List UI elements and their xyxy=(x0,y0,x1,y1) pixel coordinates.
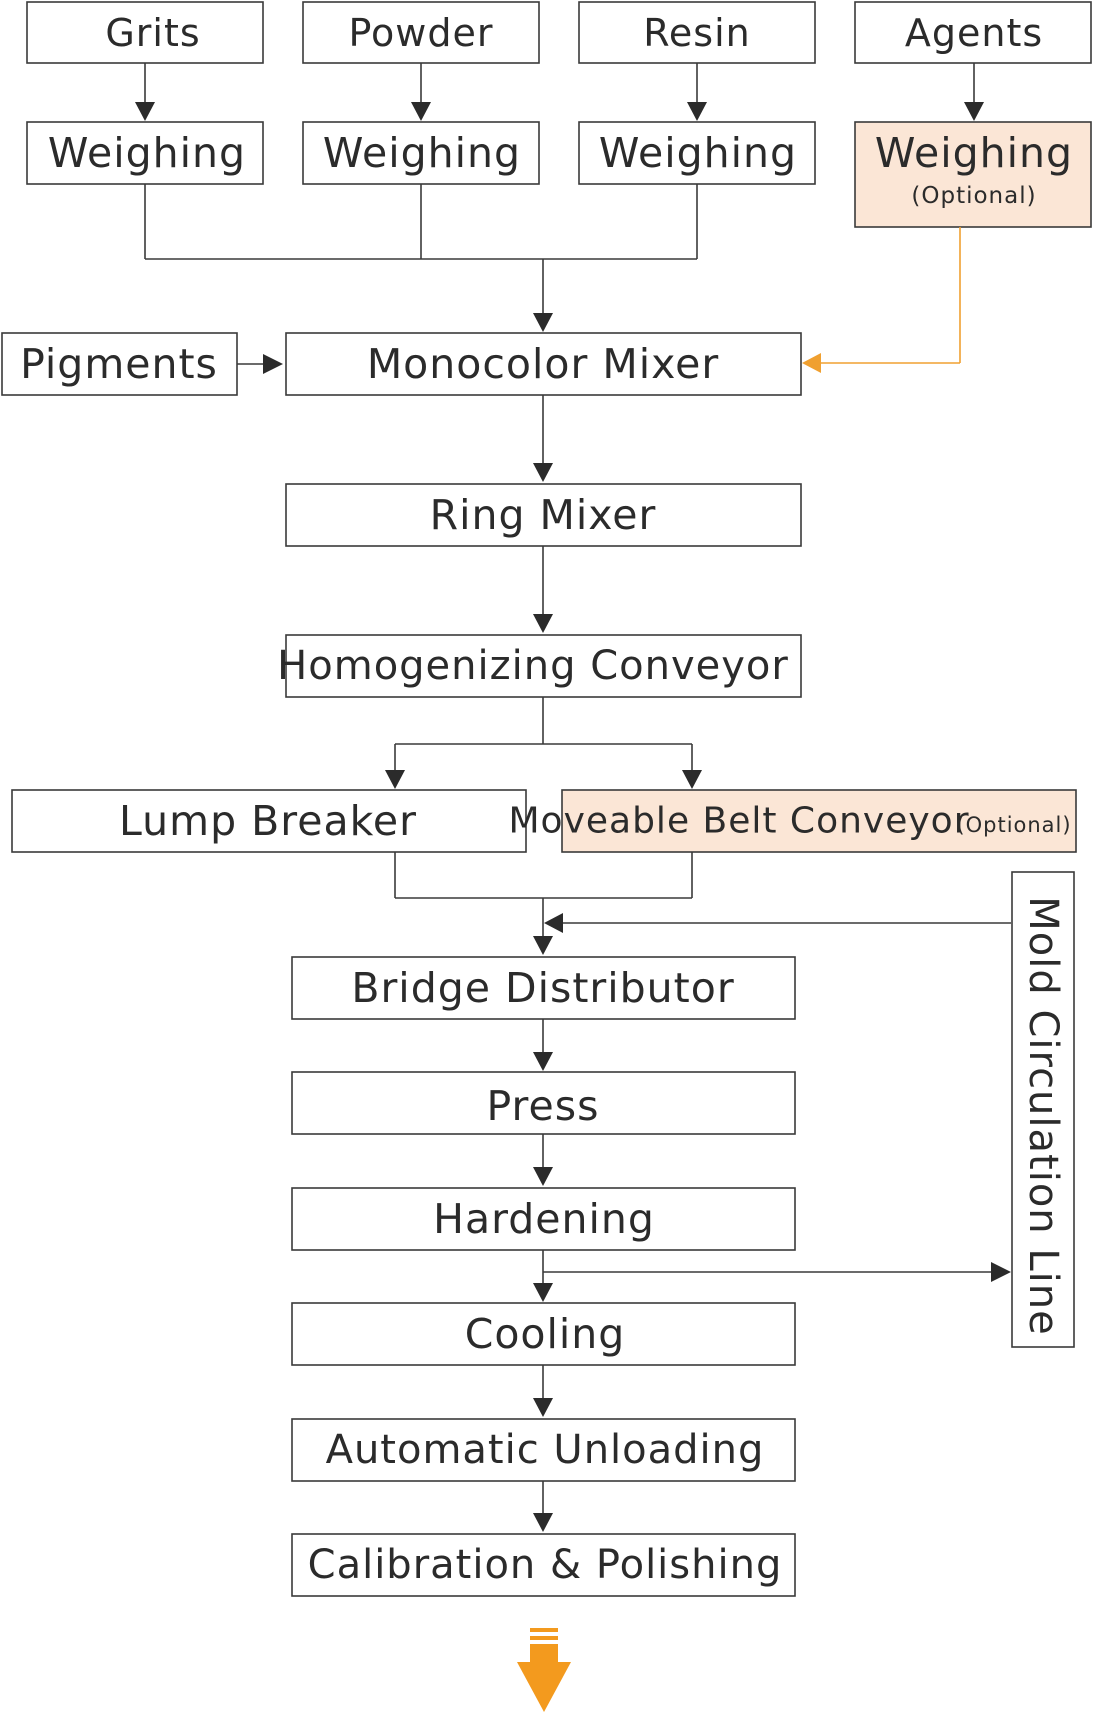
agents-label: Agents xyxy=(905,11,1043,55)
resin-node: Resin xyxy=(578,1,816,64)
ring-mixer-label: Ring Mixer xyxy=(430,491,657,539)
press-to-hardening-arrow xyxy=(533,1134,553,1186)
optional-agents-connector xyxy=(802,227,961,373)
cooling-node: Cooling xyxy=(291,1302,796,1366)
optional-note: (Optional) xyxy=(956,813,1071,837)
hardening-label: Hardening xyxy=(433,1195,655,1243)
weighing-node-agents-optional: Weighing (Optional) xyxy=(854,121,1092,228)
ring-mixer-node: Ring Mixer xyxy=(285,483,802,547)
grits-label: Grits xyxy=(105,11,200,55)
agents-node: Agents xyxy=(854,1,1092,64)
optional-note: (Optional) xyxy=(911,183,1036,209)
weighing-merge-connector xyxy=(144,184,698,332)
weighing-node-resin: Weighing xyxy=(578,121,816,185)
automatic-unloading-label: Automatic Unloading xyxy=(326,1427,765,1473)
powder-node: Powder xyxy=(302,1,540,64)
homogenizing-split-connector xyxy=(385,697,702,789)
bridge-distributor-label: Bridge Distributor xyxy=(351,964,734,1012)
press-label: Press xyxy=(487,1082,600,1130)
moveable-belt-conveyor-label: Moveable Belt Conveyor xyxy=(508,801,969,842)
weighing-label: Weighing xyxy=(48,129,246,177)
homogenizing-conveyor-label: Homogenizing Conveyor xyxy=(277,643,789,689)
automatic-unloading-node: Automatic Unloading xyxy=(291,1418,796,1482)
moveable-belt-conveyor-node-optional: Moveable Belt Conveyor (Optional) xyxy=(508,789,1077,853)
ring-to-homogenizing-arrow xyxy=(533,546,553,633)
bridge-merge-connector xyxy=(394,852,693,955)
calibration-polishing-node: Calibration & Polishing xyxy=(291,1533,796,1597)
bridge-distributor-node: Bridge Distributor xyxy=(291,956,796,1020)
cooling-to-unloading-arrow xyxy=(533,1365,553,1417)
powder-label: Powder xyxy=(348,11,493,55)
monocolor-mixer-label: Monocolor Mixer xyxy=(367,340,719,388)
weighing-node-powder: Weighing xyxy=(302,121,540,185)
homogenizing-conveyor-node: Homogenizing Conveyor xyxy=(277,634,802,698)
grits-node: Grits xyxy=(26,1,264,64)
weighing-label: Weighing xyxy=(323,129,521,177)
input-to-weighing-arrows xyxy=(135,63,984,121)
pigments-arrow xyxy=(237,354,283,374)
lump-breaker-label: Lump Breaker xyxy=(119,797,417,845)
bridge-to-press-arrow xyxy=(533,1019,553,1071)
hardening-to-cooling-arrow xyxy=(533,1250,553,1302)
cooling-label: Cooling xyxy=(465,1310,626,1358)
resin-label: Resin xyxy=(643,11,751,55)
hardening-to-mold-connector xyxy=(543,1262,1011,1282)
pigments-node: Pigments xyxy=(1,332,238,396)
lump-breaker-node: Lump Breaker xyxy=(11,789,527,853)
weighing-label: Weighing xyxy=(599,129,797,177)
press-node: Press xyxy=(291,1071,796,1135)
weighing-label: Weighing xyxy=(875,129,1073,177)
calibration-polishing-label: Calibration & Polishing xyxy=(308,1542,783,1588)
down-arrow-icon xyxy=(517,1628,571,1712)
monocolor-mixer-node: Monocolor Mixer xyxy=(285,332,802,396)
mold-circulation-line-node: Mold Circulation Line xyxy=(1011,871,1075,1348)
hardening-node: Hardening xyxy=(291,1187,796,1251)
weighing-node-grits: Weighing xyxy=(26,121,264,185)
mold-circulation-line-label: Mold Circulation Line xyxy=(1020,896,1066,1335)
unloading-to-calibration-arrow xyxy=(533,1481,553,1532)
pigments-label: Pigments xyxy=(20,340,218,388)
mixer-to-ring-arrow xyxy=(533,395,553,482)
mold-return-connector xyxy=(544,913,1011,933)
